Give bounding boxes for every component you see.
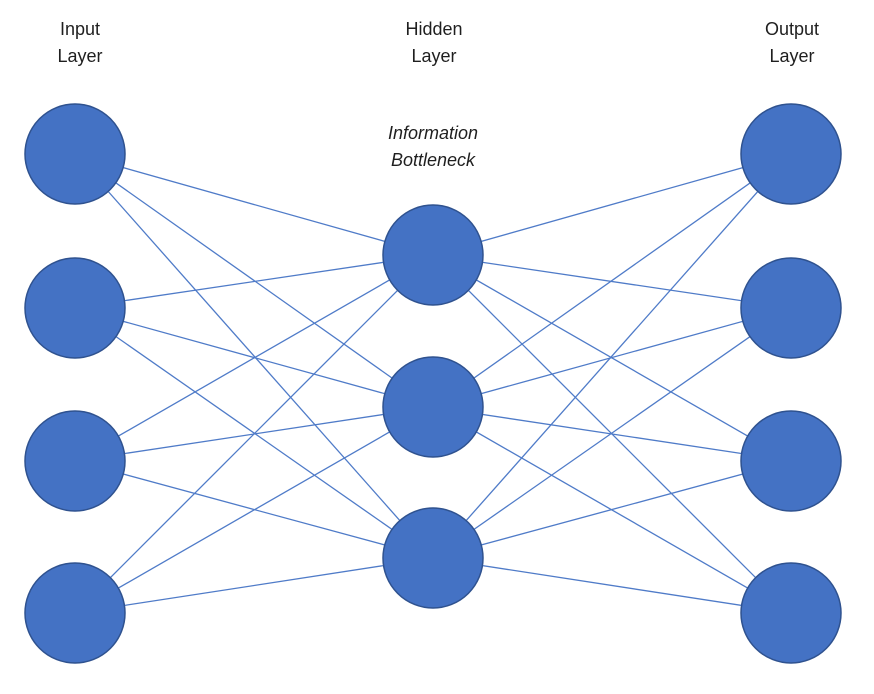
output-node-3 <box>740 410 842 512</box>
information-bottleneck-annotation: Information Bottleneck <box>333 120 533 174</box>
edge-hidden-3-to-output-3 <box>432 460 792 559</box>
input-layer-label: Input Layer <box>0 16 160 70</box>
edge-hidden-2-to-output-2 <box>432 307 792 408</box>
edge-input-1-to-hidden-3 <box>74 153 434 559</box>
hidden-node-3 <box>382 507 484 609</box>
edge-input-1-to-hidden-1 <box>74 153 434 256</box>
edge-hidden-2-to-output-3 <box>432 406 792 462</box>
input-node-4 <box>24 562 126 664</box>
input-node-2 <box>24 257 126 359</box>
edge-hidden-1-to-output-1 <box>432 153 792 256</box>
hidden-layer-label: Hidden Layer <box>354 16 514 70</box>
edge-hidden-3-to-output-4 <box>432 557 792 614</box>
edge-hidden-2-to-output-1 <box>432 153 792 408</box>
neurons <box>24 103 842 664</box>
input-node-3 <box>24 410 126 512</box>
input-layer-label-line1: Input <box>59 19 101 39</box>
input-node-1 <box>24 103 126 205</box>
edge-hidden-1-to-output-2 <box>432 254 792 309</box>
edge-input-4-to-hidden-2 <box>74 406 434 614</box>
edge-input-2-to-hidden-1 <box>74 254 434 309</box>
input-layer-label-line2: Layer <box>57 46 103 66</box>
hidden-node-1 <box>382 204 484 306</box>
annotation-line1: Information <box>387 123 479 143</box>
output-layer-label: Output Layer <box>712 16 872 70</box>
annotation-line2: Bottleneck <box>390 150 476 170</box>
output-layer-label-line1: Output <box>764 19 820 39</box>
edge-input-4-to-hidden-1 <box>74 254 434 614</box>
edge-input-3-to-hidden-1 <box>74 254 434 462</box>
edge-input-2-to-hidden-3 <box>74 307 434 559</box>
hidden-layer-label-line1: Hidden <box>405 19 463 39</box>
output-node-1 <box>740 103 842 205</box>
output-layer-label-line2: Layer <box>769 46 815 66</box>
edge-input-4-to-hidden-3 <box>74 557 434 614</box>
hidden-layer-label-line2: Layer <box>411 46 457 66</box>
output-node-4 <box>740 562 842 664</box>
edge-hidden-3-to-output-2 <box>432 307 792 559</box>
output-node-2 <box>740 257 842 359</box>
connections <box>74 153 792 614</box>
hidden-node-2 <box>382 356 484 458</box>
edge-input-1-to-hidden-2 <box>74 153 434 408</box>
edge-hidden-3-to-output-1 <box>432 153 792 559</box>
